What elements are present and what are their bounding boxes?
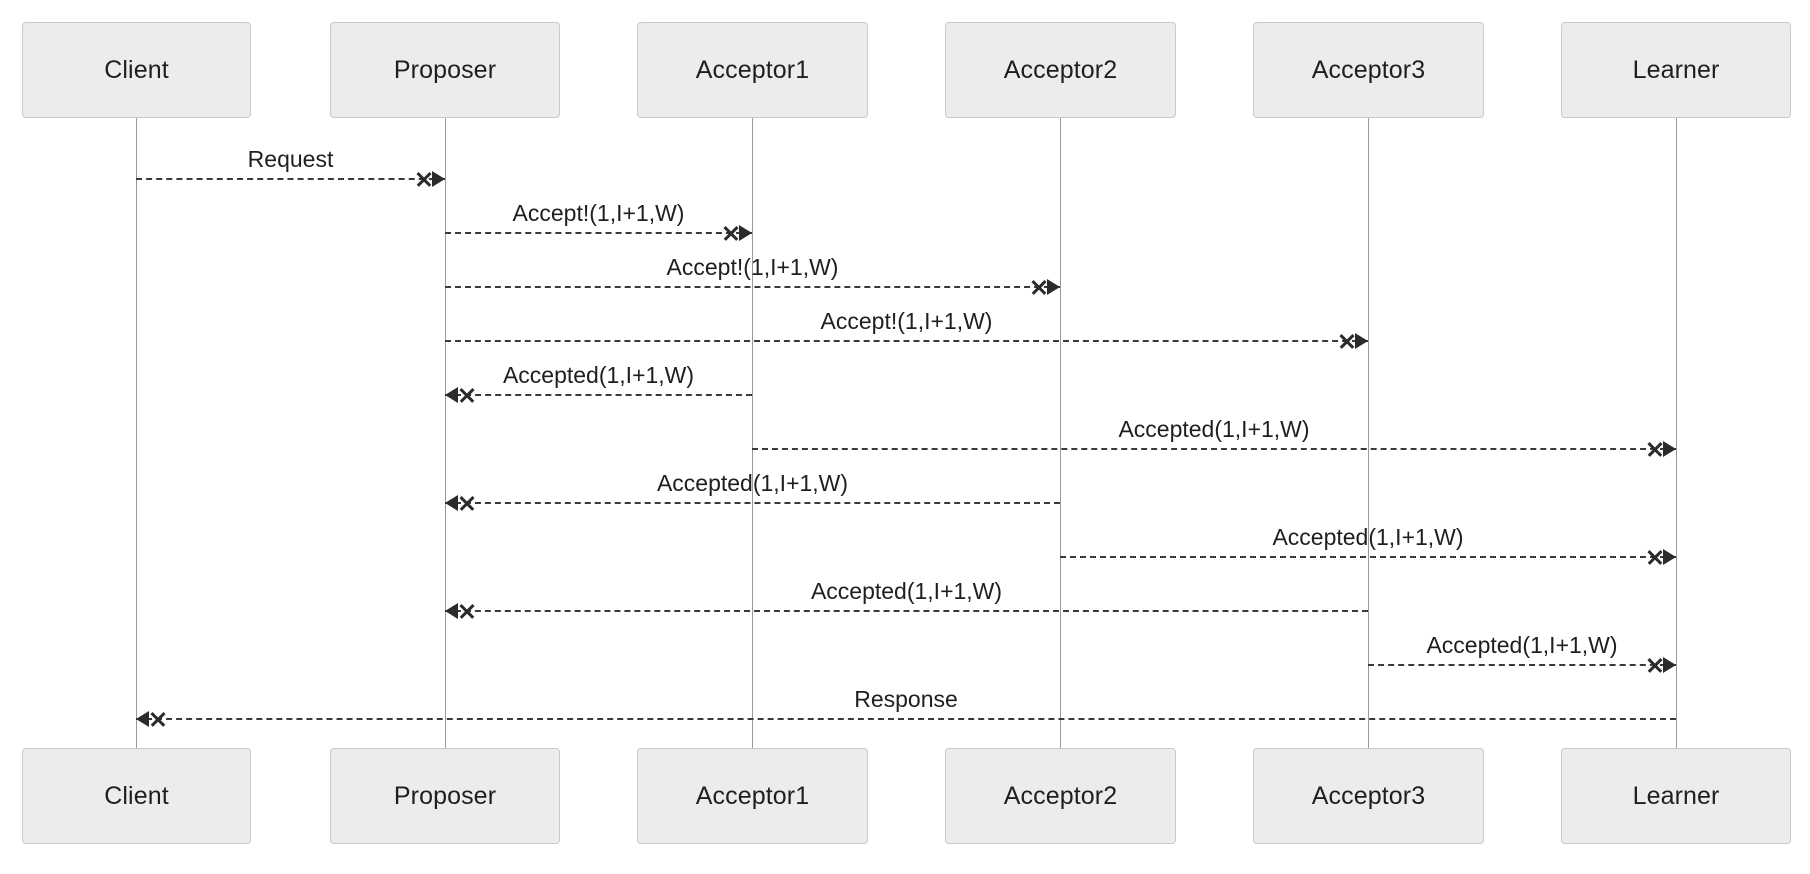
actor-box-acceptor3-top[interactable]: Acceptor3 <box>1253 22 1484 118</box>
actor-label-client: Client <box>104 55 169 84</box>
message-line-8 <box>445 610 1368 612</box>
actor-label-acceptor1: Acceptor1 <box>695 781 810 810</box>
arrow-head-1 <box>739 225 752 241</box>
actor-label-proposer: Proposer <box>393 55 497 84</box>
message-label-0: Request <box>247 146 334 172</box>
lifeline-client <box>136 118 137 748</box>
message-label-4: Accepted(1,I+1,W) <box>502 362 695 388</box>
arrow-head-9 <box>1663 657 1676 673</box>
lifeline-acceptor3 <box>1368 118 1369 748</box>
actor-label-proposer: Proposer <box>393 781 497 810</box>
arrow-head-5 <box>1663 441 1676 457</box>
actor-box-proposer-bottom[interactable]: Proposer <box>330 748 560 844</box>
message-line-0 <box>136 178 445 180</box>
actor-label-acceptor2: Acceptor2 <box>1003 55 1118 84</box>
actor-box-acceptor3-bottom[interactable]: Acceptor3 <box>1253 748 1484 844</box>
message-line-1 <box>445 232 752 234</box>
arrow-head-8 <box>445 603 458 619</box>
actor-label-acceptor1: Acceptor1 <box>695 55 810 84</box>
arrow-head-3 <box>1355 333 1368 349</box>
actor-label-acceptor2: Acceptor2 <box>1003 781 1118 810</box>
actor-box-learner-bottom[interactable]: Learner <box>1561 748 1791 844</box>
message-line-4 <box>445 394 752 396</box>
actor-label-learner: Learner <box>1632 55 1720 84</box>
message-label-5: Accepted(1,I+1,W) <box>1118 416 1310 442</box>
arrow-head-0 <box>432 171 445 187</box>
message-label-3: Accept!(1,I+1,W) <box>820 308 993 334</box>
message-line-6 <box>445 502 1060 504</box>
arrow-head-6 <box>445 495 458 511</box>
lifeline-acceptor2 <box>1060 118 1061 748</box>
message-label-1: Accept!(1,I+1,W) <box>512 200 685 226</box>
actor-box-acceptor1-bottom[interactable]: Acceptor1 <box>637 748 868 844</box>
actor-box-client-bottom[interactable]: Client <box>22 748 251 844</box>
message-label-6: Accepted(1,I+1,W) <box>656 470 849 496</box>
message-line-7 <box>1060 556 1676 558</box>
message-line-2 <box>445 286 1060 288</box>
lifeline-acceptor1 <box>752 118 753 748</box>
actor-label-client: Client <box>104 781 169 810</box>
message-line-3 <box>445 340 1368 342</box>
lifeline-proposer <box>445 118 446 748</box>
actor-box-acceptor1-top[interactable]: Acceptor1 <box>637 22 868 118</box>
message-label-10: Response <box>854 686 958 712</box>
arrow-head-10 <box>136 711 149 727</box>
message-label-2: Accept!(1,I+1,W) <box>666 254 839 280</box>
actor-box-proposer-top[interactable]: Proposer <box>330 22 560 118</box>
actor-box-acceptor2-bottom[interactable]: Acceptor2 <box>945 748 1176 844</box>
actor-label-acceptor3: Acceptor3 <box>1311 55 1426 84</box>
actor-label-acceptor3: Acceptor3 <box>1311 781 1426 810</box>
actor-box-client-top[interactable]: Client <box>22 22 251 118</box>
message-line-9 <box>1368 664 1676 666</box>
arrow-head-7 <box>1663 549 1676 565</box>
message-line-10 <box>136 718 1676 720</box>
lifeline-learner <box>1676 118 1677 748</box>
message-label-8: Accepted(1,I+1,W) <box>810 578 1003 604</box>
message-label-9: Accepted(1,I+1,W) <box>1426 632 1618 658</box>
actor-label-learner: Learner <box>1632 781 1720 810</box>
arrow-head-4 <box>445 387 458 403</box>
actor-box-learner-top[interactable]: Learner <box>1561 22 1791 118</box>
message-label-7: Accepted(1,I+1,W) <box>1272 524 1464 550</box>
message-line-5 <box>752 448 1676 450</box>
arrow-head-2 <box>1047 279 1060 295</box>
actor-box-acceptor2-top[interactable]: Acceptor2 <box>945 22 1176 118</box>
